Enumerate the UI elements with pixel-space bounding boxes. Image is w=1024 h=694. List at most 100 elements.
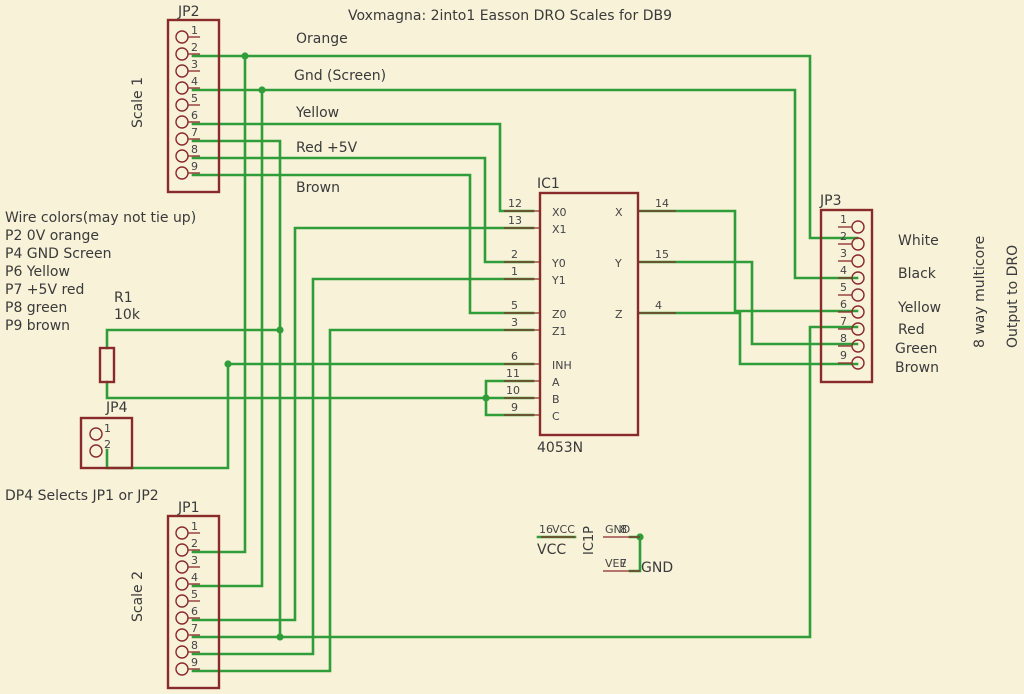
junction-dot — [241, 52, 249, 60]
wire-label-gnd: Gnd (Screen) — [294, 68, 386, 84]
jp2-pin: 1 — [175, 24, 200, 44]
svg-text:10: 10 — [506, 384, 520, 397]
svg-text:3: 3 — [511, 316, 518, 329]
jp3-pin: 4 — [838, 264, 865, 285]
jp2-pins: 1 2 3 4 5 6 7 8 9 — [175, 24, 200, 180]
vcc-pin-num: 16 — [539, 523, 553, 536]
jp3-color-red: Red — [898, 322, 925, 338]
jp3-pin: 3 — [838, 247, 865, 268]
wire-5v-r1-top — [105, 328, 280, 350]
jp2-pin: 9 — [175, 160, 200, 180]
wire-label-orange: Orange — [296, 31, 348, 47]
svg-text:2: 2 — [840, 230, 847, 243]
note-line: P8 green — [5, 300, 67, 316]
svg-text:X: X — [615, 206, 623, 219]
r1-value: 10k — [114, 307, 141, 323]
jp3-color-black: Black — [898, 266, 937, 282]
jp3-color-green: Green — [895, 341, 937, 357]
connector-jp3: 1 2 3 4 5 6 7 8 9 JP3 White Black Yellow… — [819, 193, 1021, 384]
svg-text:Y1: Y1 — [551, 274, 566, 287]
jp3-pins: 1 2 3 4 5 6 7 8 9 — [838, 213, 865, 370]
svg-text:X0: X0 — [552, 206, 567, 219]
gnd-net: GND — [641, 560, 673, 576]
wire-red-jp2 — [191, 139, 282, 332]
junction-dot — [224, 360, 232, 368]
wire-label-brown: Brown — [296, 180, 340, 196]
wire-yellow-jp1 — [191, 226, 535, 622]
jp3-label: JP3 — [819, 193, 841, 209]
svg-text:4: 4 — [191, 75, 198, 88]
ic1p-name: IC1P — [582, 526, 597, 555]
svg-text:7: 7 — [191, 622, 198, 635]
jp1-label: JP1 — [177, 500, 199, 516]
wire-out-z — [638, 311, 859, 366]
ic1-part: 4053N — [537, 440, 583, 456]
jp1-pins: 1 2 3 4 5 6 7 8 9 — [175, 520, 200, 676]
jp1-pin: 7 — [175, 622, 200, 642]
svg-text:4: 4 — [191, 571, 198, 584]
connector-jp2: 1 2 3 4 5 6 7 8 9 JP2 Scale 1 — [130, 4, 221, 194]
svg-text:12: 12 — [508, 197, 522, 210]
svg-text:5: 5 — [511, 299, 518, 312]
jp2-pin: 3 — [175, 58, 200, 78]
junction-dot — [258, 86, 266, 94]
jp2-label: JP2 — [177, 4, 199, 20]
connector-jp4: 1 2 JP4 DP4 Selects JP1 or JP2 — [5, 400, 159, 504]
wire-green-jp1 — [191, 277, 535, 656]
junction-dot — [276, 633, 284, 641]
wire-brown-jp2 — [191, 173, 535, 315]
wires — [105, 54, 859, 673]
junction-dot — [482, 394, 490, 402]
jp3-pin: 5 — [838, 281, 865, 302]
jp4-pin-2: 2 — [104, 438, 111, 451]
svg-text:3: 3 — [191, 554, 198, 567]
multicore-label: 8 way multicore — [972, 236, 988, 348]
svg-text:2: 2 — [191, 41, 198, 54]
svg-text:1: 1 — [840, 213, 847, 226]
wire-jp4-inh — [105, 362, 535, 470]
svg-text:6: 6 — [191, 605, 198, 618]
jp4-caption: DP4 Selects JP1 or JP2 — [5, 488, 159, 504]
svg-text:4: 4 — [840, 264, 847, 277]
svg-text:2: 2 — [511, 248, 518, 261]
junctions — [224, 52, 644, 641]
jp3-color-white: White — [898, 233, 939, 249]
jp3-color-brown: Brown — [895, 360, 939, 376]
wire-gnd-ic1p — [628, 535, 642, 573]
jp1-pin: 6 — [175, 605, 200, 625]
svg-text:14: 14 — [655, 197, 669, 210]
svg-text:Z1: Z1 — [552, 325, 567, 338]
svg-text:1: 1 — [191, 520, 198, 533]
svg-text:3: 3 — [840, 247, 847, 260]
wire-r1-inh — [105, 380, 535, 400]
vcc-net: VCC — [537, 542, 566, 558]
jp3-pin: 9 — [838, 349, 865, 370]
jp3-pin: 1 — [838, 213, 865, 234]
gnd-pin-num: 8 — [620, 523, 627, 536]
svg-text:7: 7 — [191, 126, 198, 139]
svg-text:1: 1 — [191, 24, 198, 37]
jp3-pin: 2 — [838, 230, 865, 251]
ic1-power: 16 VCC VCC IC1P GND 8 VEE 7 GND — [537, 523, 673, 576]
diagram-title: Voxmagna: 2into1 Easson DRO Scales for D… — [348, 8, 672, 24]
svg-text:8: 8 — [840, 332, 847, 345]
svg-text:11: 11 — [506, 367, 520, 380]
note-line: Wire colors(may not tie up) — [5, 210, 196, 226]
jp1-pin: 2 — [175, 537, 200, 557]
svg-text:13: 13 — [508, 214, 522, 227]
note-line: P7 +5V red — [5, 282, 84, 298]
svg-text:7: 7 — [840, 315, 847, 328]
svg-text:C: C — [552, 410, 560, 423]
svg-text:6: 6 — [191, 109, 198, 122]
svg-text:15: 15 — [655, 248, 669, 261]
r1-name: R1 — [114, 290, 133, 306]
scale1-label: Scale 1 — [130, 77, 146, 128]
jp1-pin: 5 — [175, 588, 200, 608]
connector-jp1: 1 2 3 4 5 6 7 8 9 JP1 Scale 2 — [130, 500, 221, 690]
vcc-pin-name: VCC — [552, 523, 575, 536]
svg-text:8: 8 — [191, 143, 198, 156]
svg-text:A: A — [552, 376, 560, 389]
svg-text:8: 8 — [191, 639, 198, 652]
wire-brown-jp1 — [191, 328, 535, 673]
